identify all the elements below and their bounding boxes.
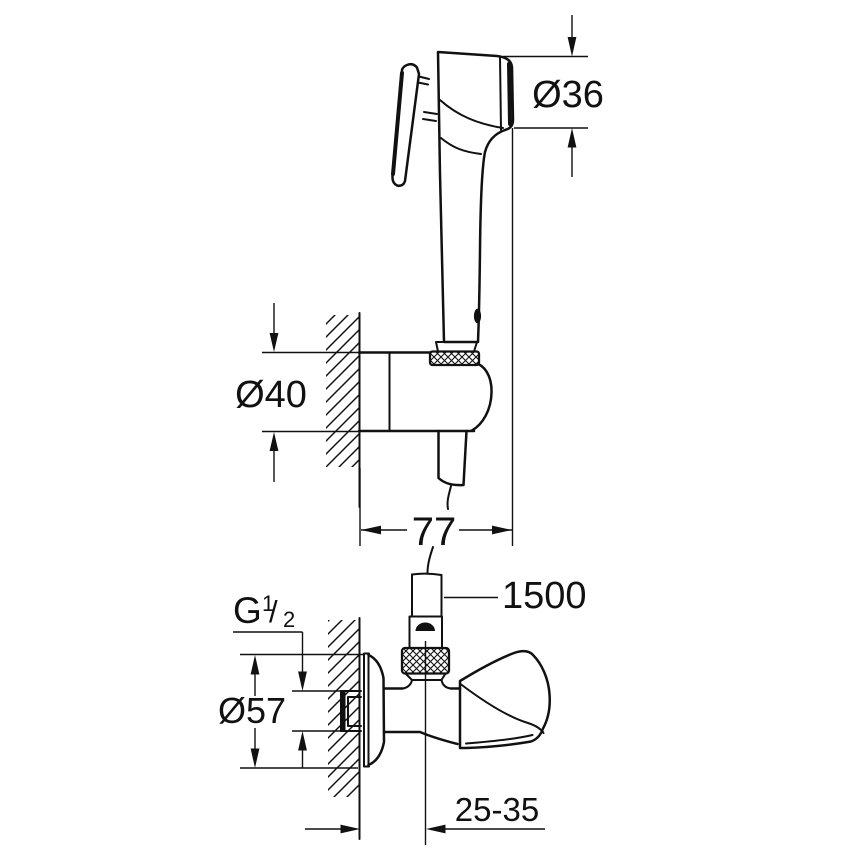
dim2535-arrowhead-right xyxy=(426,824,446,834)
nut-fillet-right xyxy=(440,679,452,690)
trigger-lever xyxy=(391,62,421,188)
dimension-hose-length: 1500 xyxy=(444,575,587,617)
handle-grip-end xyxy=(437,429,468,487)
thread-denominator: 2 xyxy=(283,607,295,632)
hose-curve-lower xyxy=(426,546,434,574)
dim1500-label: 1500 xyxy=(502,575,587,617)
hose-end-sides xyxy=(411,573,443,618)
dimension-holder-projection: 77 xyxy=(359,468,512,554)
dim77-label: 77 xyxy=(412,510,457,554)
thread-stub-ext-lines xyxy=(292,690,341,732)
lever-joint-upper xyxy=(417,75,430,86)
spray-mode-button xyxy=(473,308,482,324)
dimension-thread: G 1 / 2 xyxy=(233,590,307,768)
dim36-arrowhead-bottom xyxy=(567,128,577,148)
hose-nut-upper xyxy=(408,615,443,649)
dim2535-label: 25-35 xyxy=(455,791,539,828)
head-shoulder-curve-1 xyxy=(439,99,504,129)
nut-fillet-left xyxy=(401,679,413,690)
dim40-arrowhead-top xyxy=(269,333,279,352)
dim40-label: Ø40 xyxy=(235,374,307,416)
dimension-wall-distance: 25-35 xyxy=(305,791,545,834)
nut-collar xyxy=(404,672,447,681)
lever-joint-lower xyxy=(422,111,438,122)
logo-mark xyxy=(415,622,436,631)
dim77-arrowhead-right xyxy=(492,525,512,535)
handle-collar xyxy=(435,341,478,353)
dimension-escutcheon-diameter: Ø57 xyxy=(218,653,364,769)
angle-valve xyxy=(292,641,551,845)
thread-arrowhead-top xyxy=(298,671,307,691)
dim57-arrowhead-bottom xyxy=(250,748,260,768)
thread-stub-inner xyxy=(347,696,362,727)
escutcheon-rim xyxy=(363,652,370,768)
hose-end-top xyxy=(411,572,443,576)
dimension-holder-diameter: Ø40 xyxy=(235,303,360,482)
valve-knob-bottom-line xyxy=(465,734,534,745)
hose-curve-upper xyxy=(446,485,452,510)
trigger-lever-shadow xyxy=(391,71,404,176)
thread-prefix: G xyxy=(233,590,262,631)
dim57-arrowhead-top xyxy=(250,655,260,675)
escutcheon-bell xyxy=(367,653,386,767)
dimension-head-diameter: Ø36 xyxy=(503,15,604,546)
wall-section-upper xyxy=(326,312,361,508)
thread-numerator: 1 xyxy=(262,591,274,616)
dim2535-arrowhead-left xyxy=(340,824,360,834)
shower-hose xyxy=(400,546,452,690)
valve-knob-outline xyxy=(458,649,551,750)
valve-knob-facet xyxy=(459,683,545,734)
thread-stub-outline xyxy=(340,690,362,732)
dim40-arrowhead-bottom xyxy=(269,432,279,451)
dim36-arrowhead-top xyxy=(567,37,577,57)
dim36-label: Ø36 xyxy=(532,74,604,116)
thread-slash: / xyxy=(269,594,278,629)
wall-holder xyxy=(357,351,493,510)
thread-arrowhead-bottom xyxy=(298,731,307,751)
valve-body-bottom xyxy=(382,730,459,746)
shower-head-outline xyxy=(436,50,515,344)
spray-face-shadow xyxy=(507,62,512,126)
dim57-label: Ø57 xyxy=(218,690,286,731)
holder-end-cap xyxy=(470,362,493,432)
spray-face-inner-line xyxy=(499,56,502,131)
handle-knurl-nut xyxy=(428,350,481,367)
hand-shower xyxy=(391,50,515,367)
wall-hatch-upper xyxy=(326,315,360,467)
head-shoulder-curve-2 xyxy=(440,137,482,155)
